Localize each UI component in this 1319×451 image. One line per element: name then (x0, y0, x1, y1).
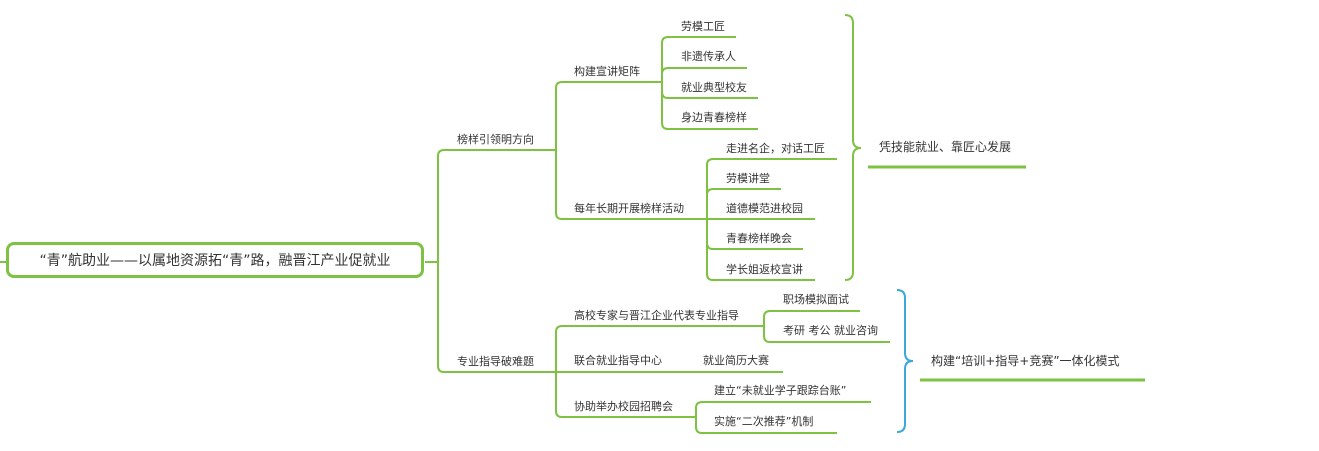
leaf[interactable]: 身边青春榜样 (681, 111, 747, 124)
leaf[interactable]: 建立“未就业学子跟踪台账” (714, 384, 847, 397)
connector-b2-s3 (555, 372, 696, 418)
b2-sub-3-label[interactable]: 协助举办校园招聘会 (574, 400, 673, 413)
leaf[interactable]: 就业简历大赛 (703, 354, 769, 367)
connector-b1s1-l4 (661, 82, 758, 130)
summary-1-label[interactable]: 凭技能就业、靠匠心发展 (879, 140, 1012, 154)
connector-branch-2 (437, 262, 556, 373)
leaf[interactable]: 非遗传承人 (681, 50, 736, 63)
connector-b2s1-l1 (763, 310, 860, 326)
connector-b1-s1 (555, 81, 662, 150)
leaf[interactable]: 劳模工匠 (681, 20, 725, 33)
branch-1-label[interactable]: 榜样引领明方向 (457, 133, 534, 146)
leaf[interactable]: 实施“二次推荐”机制 (714, 415, 814, 428)
summary-brace-1 (844, 14, 862, 281)
root-label: “青”航助业——以属地资源拓“青”路，融晋江产业促就业 (39, 253, 391, 269)
summary-2-label[interactable]: 构建“培训+指导+竞赛”一体化模式 (931, 354, 1120, 368)
connector-b1s2-l2 (706, 188, 781, 219)
connector-b1-s2 (555, 150, 707, 220)
connector-b1s2-l1 (706, 158, 837, 219)
leaf[interactable]: 青春榜样晚会 (726, 232, 792, 245)
connector-b2-s1 (555, 325, 764, 372)
connector-b2s1-l2 (763, 326, 890, 343)
connector-branch-1 (437, 149, 556, 262)
summary-brace-2 (896, 289, 914, 433)
b1-sub-1-label[interactable]: 构建宣讲矩阵 (574, 65, 640, 78)
connector-b2s3-l2 (695, 417, 837, 434)
leaf[interactable]: 道德模范进校园 (726, 202, 803, 215)
b1-sub-2-label[interactable]: 每年长期开展榜样活动 (574, 202, 684, 215)
leaf[interactable]: 走进名企，对话工匠 (726, 142, 825, 155)
b2-sub-2-label[interactable]: 联合就业指导中心 (574, 354, 662, 367)
leaf[interactable]: 劳模讲堂 (726, 172, 770, 185)
root-node[interactable]: “青”航助业——以属地资源拓“青”路，融晋江产业促就业 (6, 242, 424, 278)
connector-b1s1-l1 (661, 36, 736, 82)
leaf[interactable]: 职场模拟面试 (783, 293, 849, 306)
branch-2-label[interactable]: 专业指导破难题 (457, 355, 534, 368)
connector-b2s3-l1 (695, 401, 871, 417)
connector-b1s1-l2 (661, 67, 747, 82)
leaf[interactable]: 考研 考公 就业咨询 (783, 324, 878, 337)
leaf[interactable]: 就业典型校友 (681, 81, 747, 94)
b2-sub-1-label[interactable]: 高校专家与晋江企业代表专业指导 (574, 309, 739, 322)
connector-b1s2-l5 (706, 219, 815, 281)
leaf[interactable]: 学长姐返校宣讲 (726, 263, 803, 276)
